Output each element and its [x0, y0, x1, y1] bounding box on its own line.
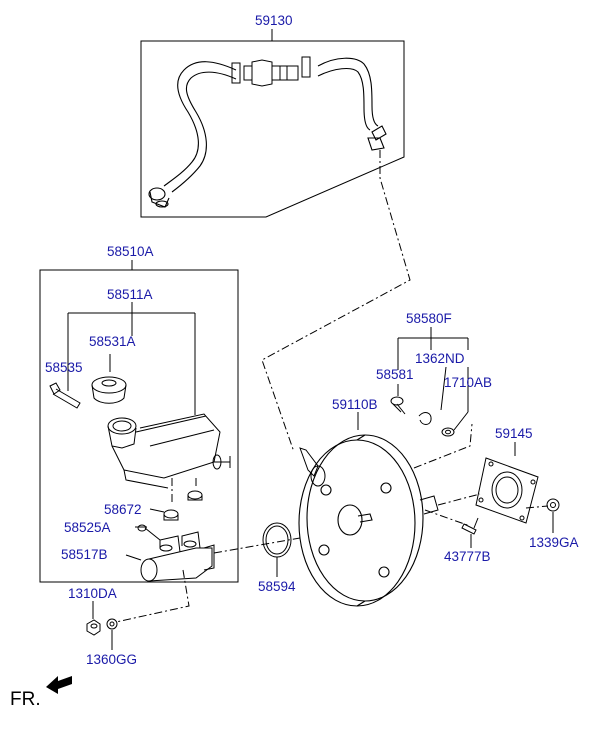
label-58580F: 58580F: [406, 311, 452, 326]
washer-1360GG: [106, 618, 118, 630]
label-58594: 58594: [258, 579, 296, 594]
master-cylinder-box: [39, 269, 239, 583]
reservoir-cap: [91, 376, 127, 404]
label-1339GA: 1339GA: [529, 535, 579, 550]
fitting-58525A: [137, 524, 161, 541]
grommet-58672: [163, 490, 203, 521]
nut-1339GA: [546, 498, 560, 512]
front-direction-arrow-icon: [46, 676, 72, 694]
label-58525A: 58525A: [64, 520, 111, 535]
gasket-59145: [475, 457, 539, 524]
label-58535: 58535: [45, 360, 83, 375]
label-1362ND: 1362ND: [415, 351, 465, 366]
label-43777B: 43777B: [444, 549, 491, 564]
label-1310DA: 1310DA: [68, 586, 117, 601]
bolt-58581: [390, 396, 406, 415]
bolt-58535: [49, 382, 81, 409]
clevis-pin-43777B: [461, 517, 479, 535]
label-58510A: 58510A: [107, 244, 154, 259]
label-58581: 58581: [376, 367, 414, 382]
front-label: FR.: [10, 689, 41, 710]
label-1710AB: 1710AB: [444, 375, 493, 390]
vacuum-hose-left: [148, 61, 237, 208]
reservoir-tank: [107, 413, 231, 489]
check-valve: [231, 56, 311, 87]
hose-assembly-box: [140, 40, 405, 218]
label-58517B: 58517B: [61, 547, 108, 562]
master-cylinder: [140, 531, 215, 582]
hose-lead-line: [261, 150, 411, 453]
label-59130: 59130: [255, 13, 293, 28]
label-58511A: 58511A: [107, 287, 153, 302]
label-1360GG: 1360GG: [86, 652, 138, 667]
label-58672: 58672: [104, 502, 142, 517]
vacuum-hose-right: [317, 57, 387, 151]
master-cylinder-lead: [171, 478, 301, 554]
nut-1310DA: [86, 619, 101, 636]
washer-1710AB: [441, 427, 455, 437]
seal-58594: [262, 522, 292, 558]
label-59145: 59145: [495, 426, 533, 441]
label-59110B: 59110B: [332, 397, 378, 412]
clip-1362ND: [418, 412, 432, 425]
brake-booster: [298, 434, 424, 607]
vacuum-port: [299, 447, 326, 487]
label-58531A: 58531A: [89, 334, 136, 349]
